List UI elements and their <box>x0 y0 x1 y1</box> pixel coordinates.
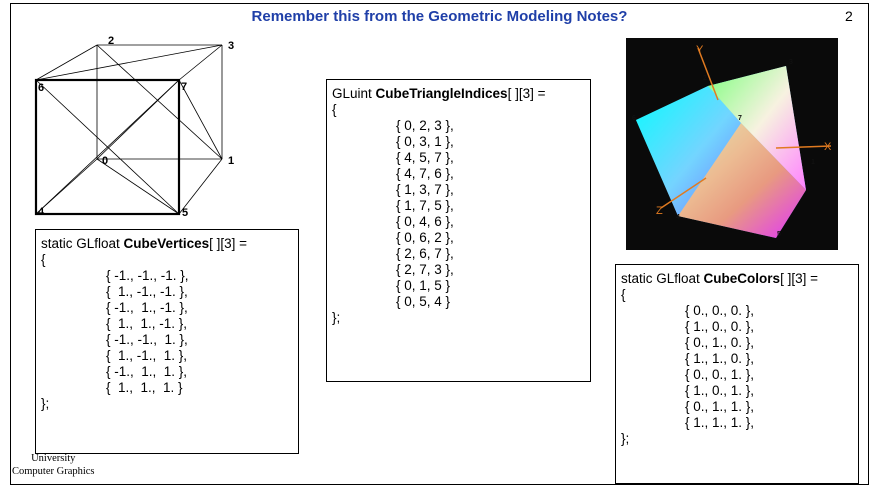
open-brace: { <box>621 287 626 302</box>
code-header: static GLfloat CubeColors[ ][3] = <box>621 271 858 287</box>
color-row: { 1., 0., 1. }, <box>685 383 755 398</box>
cube-wireframe-diagram: 0 1 2 3 4 5 6 7 <box>34 35 234 219</box>
array-name: CubeVertices <box>123 236 210 251</box>
z-axis-label: Z <box>656 205 663 217</box>
close-brace: }; <box>332 310 341 325</box>
render-label-3: 3 <box>789 59 793 66</box>
index-row: { 2, 6, 7 }, <box>396 246 454 261</box>
vertex-row: { -1., -1., 1. }, <box>106 332 188 347</box>
vertex-row: { 1., 1., -1. }, <box>106 316 188 331</box>
cube-edge <box>178 158 223 215</box>
code-suffix: [ ][3] = <box>780 271 818 286</box>
open-brace: { <box>332 102 337 117</box>
page-number: 2 <box>845 8 853 24</box>
color-row: { 0., 1., 0. }, <box>685 335 755 350</box>
close-brace: }; <box>621 431 630 446</box>
close-brace: }; <box>41 396 50 411</box>
index-row: { 0, 4, 6 }, <box>396 214 454 229</box>
vertex-row: { 1., 1., 1. } <box>106 380 183 395</box>
rgb-color-cube-render: Y X Z 1 2 3 4 5 6 7 <box>626 38 838 250</box>
footer-institution: University Computer Graphics <box>12 452 95 478</box>
vertex-row: { -1., 1., -1. }, <box>106 300 188 315</box>
color-row: { 0., 0., 0. }, <box>685 303 755 318</box>
code-suffix: [ ][3] = <box>209 236 247 251</box>
array-name: CubeColors <box>703 271 781 286</box>
index-row: { 2, 7, 3 }, <box>396 262 454 277</box>
y-axis-label: Y <box>696 44 704 56</box>
footer-line-2: Computer Graphics <box>12 466 95 477</box>
index-row: { 1, 7, 5 }, <box>396 198 454 213</box>
cube-label-1: 1 <box>228 155 234 167</box>
code-header: static GLfloat CubeVertices[ ][3] = <box>41 236 298 252</box>
index-row: { 1, 3, 7 }, <box>396 182 454 197</box>
index-row: { 4, 5, 7 }, <box>396 150 454 165</box>
color-row: { 0., 0., 1. }, <box>685 367 755 382</box>
vertex-row: { -1., -1., -1. }, <box>106 268 189 283</box>
footer-line-1: University <box>31 453 76 464</box>
z-axis-line <box>660 177 707 209</box>
cube-vertices-code-box: static GLfloat CubeVertices[ ][3] = { { … <box>35 229 299 454</box>
cube-label-6: 6 <box>38 82 44 94</box>
cube-label-3: 3 <box>228 40 234 52</box>
code-suffix: [ ][3] = <box>507 86 546 101</box>
vertex-rows: { -1., -1., -1. },{ 1., -1., -1. },{ -1.… <box>41 268 298 396</box>
code-type: GLuint <box>332 86 376 101</box>
index-row: { 0, 1, 5 } <box>396 278 451 293</box>
render-label-1: 1 <box>811 159 815 166</box>
color-row: { 1., 1., 0. }, <box>685 351 755 366</box>
cube-top-face <box>708 66 806 190</box>
cube-colors-code-box: static GLfloat CubeColors[ ][3] = { { 0.… <box>615 264 859 484</box>
color-row: { 1., 0., 0. }, <box>685 319 755 334</box>
cube-front-face <box>636 86 741 216</box>
code-header: GLuint CubeTriangleIndices[ ][3] = <box>332 86 590 102</box>
cube-label-5: 5 <box>182 207 188 219</box>
index-row: { 0, 5, 4 } <box>396 294 451 309</box>
render-label-2: 2 <box>703 75 707 82</box>
vertex-row: { -1., 1., 1. }, <box>106 364 188 379</box>
cube-edge <box>178 44 223 81</box>
cube-diagonal <box>35 44 223 81</box>
vertex-row: { 1., -1., 1. }, <box>106 348 188 363</box>
cube-label-7: 7 <box>181 81 187 93</box>
y-axis-line <box>697 47 719 101</box>
array-name: CubeTriangleIndices <box>375 86 508 101</box>
slide-title: Remember this from the Geometric Modelin… <box>251 8 628 25</box>
cube-diagonal <box>96 158 180 215</box>
color-row: { 0., 1., 1. }, <box>685 399 755 414</box>
code-type: static GLfloat <box>41 236 124 251</box>
x-axis-line <box>775 145 832 149</box>
color-rows: { 0., 0., 0. },{ 1., 0., 0. },{ 0., 1., … <box>621 303 858 431</box>
code-type: static GLfloat <box>621 271 704 286</box>
index-row: { 0, 2, 3 }, <box>396 118 454 133</box>
vertex-row: { 1., -1., -1. }, <box>106 284 188 299</box>
render-label-4: 4 <box>676 214 680 221</box>
open-brace: { <box>41 252 46 267</box>
cube-label-0: 0 <box>102 155 108 167</box>
cube-right-face <box>678 123 806 238</box>
cube-diagonal <box>178 79 223 160</box>
color-row: { 1., 1., 1. }, <box>685 415 755 430</box>
render-label-5: 5 <box>777 231 781 238</box>
index-rows: { 0, 2, 3 },{ 0, 3, 1 },{ 4, 5, 7 },{ 4,… <box>332 118 590 310</box>
cube-edge <box>35 44 98 81</box>
cube-diagonal <box>35 79 180 215</box>
cube-label-2: 2 <box>108 35 114 47</box>
index-row: { 0, 3, 1 }, <box>396 134 454 149</box>
x-axis-label: X <box>824 141 832 153</box>
cube-diagonal <box>96 44 223 160</box>
render-label-7: 7 <box>738 115 742 122</box>
index-row: { 4, 7, 6 }, <box>396 166 454 181</box>
cube-triangle-indices-code-box: GLuint CubeTriangleIndices[ ][3] = { { 0… <box>326 79 591 382</box>
cube-front-face <box>34 78 181 216</box>
index-row: { 0, 6, 2 }, <box>396 230 454 245</box>
cube-label-4: 4 <box>38 206 45 218</box>
render-label-6: 6 <box>632 115 636 122</box>
